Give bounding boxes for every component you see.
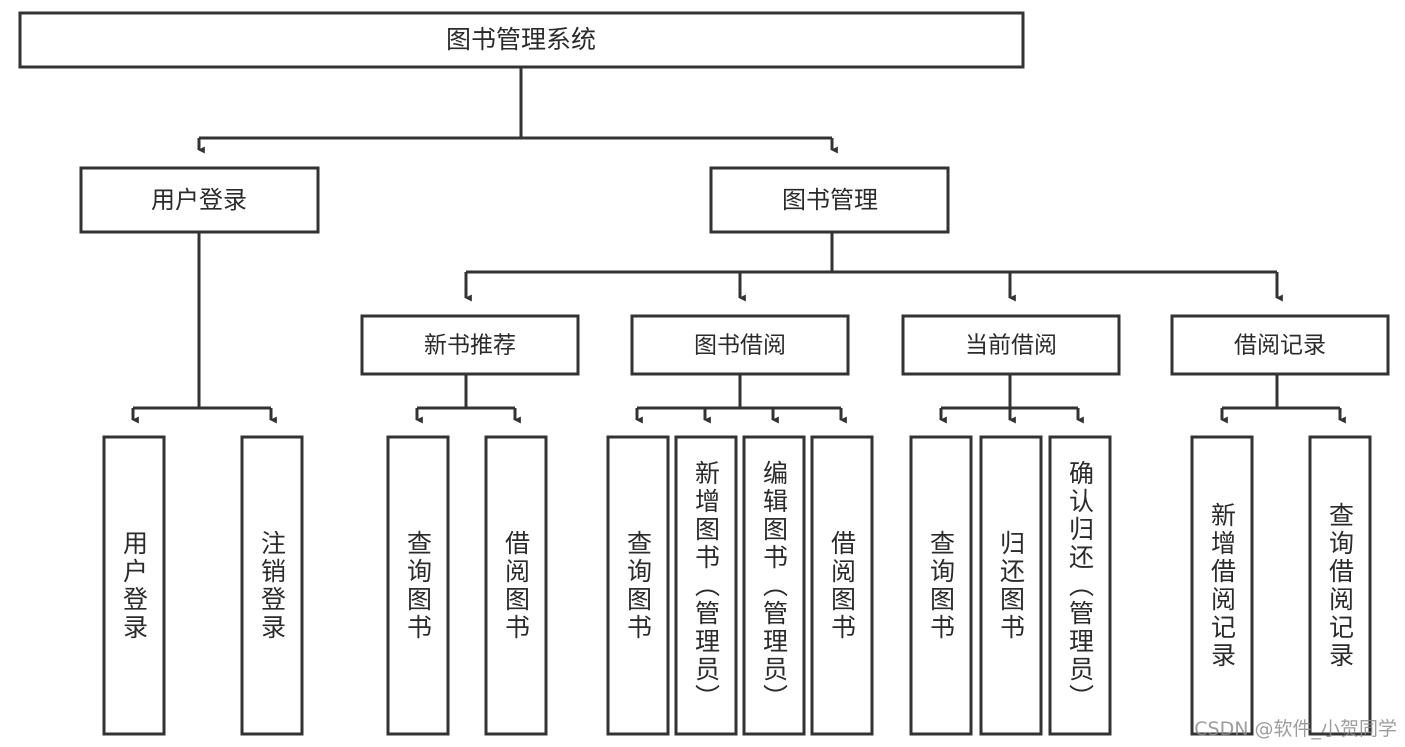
node-new-book-recommend-box[interactable] [360, 314, 580, 376]
node-user-login[interactable]: 用户登录 [79, 166, 320, 234]
node-borrow-record-box[interactable] [1170, 314, 1390, 376]
node-current-borrow-label: 当前借阅 [965, 333, 1057, 359]
node-book-borrow[interactable]: 图书借阅 [630, 314, 850, 376]
node-user-login-box[interactable] [79, 166, 320, 234]
edges-current-borrow-to-leaves [939, 374, 1084, 424]
leaf-label: 借阅图书 [501, 529, 531, 642]
leaf-box[interactable] [386, 435, 450, 736]
leaf-label: 借阅图书 [827, 529, 857, 642]
node-root-box[interactable] [18, 11, 1025, 69]
node-book-borrow-box[interactable] [630, 314, 850, 376]
leaf-box[interactable] [1308, 435, 1372, 736]
node-user-login-label: 用户登录 [151, 186, 247, 214]
leaf-new-book-recommend-2[interactable]: 借阅图书 [484, 435, 548, 736]
leaf-box[interactable] [484, 435, 548, 736]
edges-book-manage-to-level3 [464, 232, 1283, 302]
leaf-box[interactable] [742, 435, 806, 736]
node-current-borrow[interactable]: 当前借阅 [901, 314, 1121, 376]
leaf-book-borrow-2[interactable]: 新增图书（管理员） [674, 435, 738, 736]
node-book-manage-box[interactable] [709, 166, 950, 234]
leaf-book-borrow-4[interactable]: 借阅图书 [810, 435, 874, 736]
leaf-book-borrow-1[interactable]: 查询图书 [606, 435, 670, 736]
leaf-label: 查询图书 [623, 529, 653, 642]
leaf-box[interactable] [909, 435, 973, 736]
node-current-borrow-box[interactable] [901, 314, 1121, 376]
leaf-box[interactable] [606, 435, 670, 736]
node-borrow-record[interactable]: 借阅记录 [1170, 314, 1390, 376]
leaf-user-login-2[interactable]: 注销登录 [240, 435, 304, 736]
leaf-label: 查询借阅记录 [1325, 501, 1355, 670]
edges-new-book-recommend-to-leaves [415, 374, 521, 424]
leaf-current-borrow-3[interactable]: 确认归还（管理员） [1048, 435, 1112, 736]
leaf-box[interactable] [1190, 435, 1254, 736]
edges-user-login-to-leaves [131, 232, 277, 424]
leaf-borrow-record-1[interactable]: 新增借阅记录 [1190, 435, 1254, 736]
leaf-label: 归还图书 [996, 529, 1026, 642]
leaf-box[interactable] [240, 435, 304, 736]
node-root[interactable]: 图书管理系统 [18, 11, 1025, 69]
leaf-label: 新增图书（管理员） [691, 459, 721, 712]
leaf-current-borrow-1[interactable]: 查询图书 [909, 435, 973, 736]
leaf-box[interactable] [1048, 435, 1112, 736]
leaf-box[interactable] [810, 435, 874, 736]
leaf-label: 查询图书 [926, 529, 956, 642]
leaf-label: 用户登录 [119, 529, 149, 642]
edges-root-to-level2 [197, 67, 838, 154]
leaf-user-login-1[interactable]: 用户登录 [102, 435, 166, 736]
node-book-manage[interactable]: 图书管理 [709, 166, 950, 234]
leaf-book-borrow-3[interactable]: 编辑图书（管理员） [742, 435, 806, 736]
leaf-borrow-record-2[interactable]: 查询借阅记录 [1308, 435, 1372, 736]
leaf-box[interactable] [979, 435, 1043, 736]
leaf-current-borrow-2[interactable]: 归还图书 [979, 435, 1043, 736]
node-root-label: 图书管理系统 [446, 25, 596, 54]
edges-borrow-record-to-leaves [1220, 374, 1346, 424]
node-book-borrow-label: 图书借阅 [694, 333, 786, 359]
leaf-box[interactable] [674, 435, 738, 736]
leaf-label: 查询图书 [403, 529, 433, 642]
edges-book-borrow-to-leaves [635, 374, 847, 424]
leaf-new-book-recommend-1[interactable]: 查询图书 [386, 435, 450, 736]
leaf-box[interactable] [102, 435, 166, 736]
node-book-manage-label: 图书管理 [782, 186, 878, 214]
leaf-label: 编辑图书（管理员） [759, 459, 789, 712]
leaf-label: 注销登录 [257, 529, 287, 642]
node-new-book-recommend-label: 新书推荐 [424, 333, 516, 359]
node-new-book-recommend[interactable]: 新书推荐 [360, 314, 580, 376]
node-borrow-record-label: 借阅记录 [1234, 333, 1326, 359]
leaf-label: 确认归还（管理员） [1065, 459, 1095, 712]
leaf-label: 新增借阅记录 [1207, 501, 1237, 670]
